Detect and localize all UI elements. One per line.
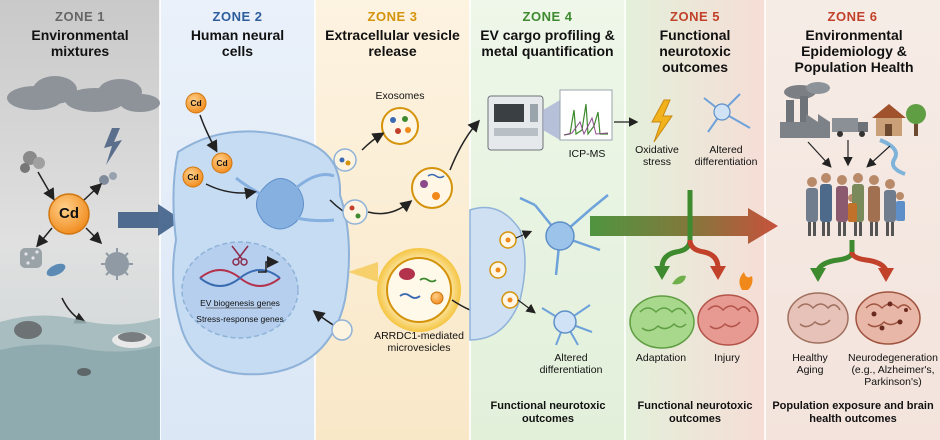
altered-differentiation-label: Altered differentiation: [694, 144, 758, 168]
brain-icon: [629, 275, 695, 349]
zone-4-arrows: [515, 117, 639, 314]
brain-icon: [787, 292, 849, 344]
spectrum-icon: [559, 89, 613, 141]
zone-6-branch-arrows: [815, 240, 889, 272]
injury-label: Injury: [714, 352, 740, 364]
zone-5-title: Functional neurotoxic outcomes: [659, 27, 731, 75]
particle-cluster: [20, 151, 117, 185]
river: [879, 138, 906, 176]
cd-label: Cd: [187, 172, 199, 182]
ev-biogenesis-genes-label: EV biogenesis genes: [200, 298, 280, 308]
zone-2-title: Human neural cells: [190, 27, 285, 59]
icpms-label: ICP-MS: [568, 148, 606, 160]
neuron-icon: [703, 93, 751, 133]
ion-beam: [543, 100, 560, 140]
sediment-dish: [112, 332, 152, 348]
promoter-arrow: [258, 256, 279, 273]
rock: [14, 321, 42, 339]
truck-icon: [832, 118, 868, 137]
neurodegeneration-label: Neurodegeneration (e.g., Alzheimer's, Pa…: [848, 352, 938, 388]
zone-5-number: ZONE 5: [670, 9, 720, 24]
scissors-icon: [231, 245, 249, 266]
cadmium-label: Cd: [59, 205, 79, 222]
microplastic: [46, 263, 66, 277]
functional-outcomes-label: Functional neurotoxic outcomes: [637, 400, 753, 425]
house-icon: [872, 104, 906, 136]
vesicle: [411, 167, 453, 209]
zone-4-title: EV cargo profiling & metal quantificatio…: [480, 27, 615, 59]
zone-4-number: ZONE 4: [522, 9, 573, 24]
tree-icon: [906, 104, 926, 136]
dna-icon: [199, 269, 281, 287]
neuron-icon: [519, 194, 609, 276]
zone-1-number: ZONE 1: [55, 9, 105, 24]
exosome: [381, 107, 419, 145]
adaptation-arrowhead: [654, 266, 670, 280]
factory-icon: [780, 82, 830, 138]
cloud-icon: [7, 76, 160, 112]
population-outcomes-label: Population exposure and brain health out…: [772, 400, 934, 425]
zone-1-to-2-arrow: [118, 204, 182, 236]
brain-icon: [697, 272, 759, 346]
zone-1-title: Environmental mixtures: [31, 27, 129, 59]
zone-6-title: Environmental Epidemiology & Population …: [794, 27, 914, 75]
lightning-bolt-icon: [651, 99, 673, 143]
injury-arrowhead: [710, 266, 726, 280]
zone-6-arrows: [807, 140, 891, 168]
altered-differentiation-label: Altered differentiation: [539, 352, 603, 376]
cd-label: Cd: [190, 98, 202, 108]
instrument-icon: [487, 95, 544, 151]
people-icon: [806, 173, 905, 236]
cadmium-ion: [48, 193, 90, 235]
zone-6-number: ZONE 6: [827, 9, 878, 24]
microvesicle: [386, 257, 452, 323]
cd-label: Cd: [216, 158, 228, 168]
zone-2-number: ZONE 2: [212, 9, 263, 24]
functional-outcomes-label: Functional neurotoxic outcomes: [490, 400, 606, 425]
brain-icon: [855, 291, 921, 345]
zone-3-number: ZONE 3: [367, 9, 418, 24]
zone-4-to-6-arrow: [590, 208, 778, 244]
arrdc1-label: ARRDC1-mediated microvesicles: [374, 330, 464, 354]
stress-response-genes-label: Stress-response genes: [196, 314, 284, 324]
budding-vesicles: [331, 148, 368, 341]
virus-icon: [101, 248, 133, 280]
arrdc1-release-beam: [348, 262, 378, 282]
healthy-aging-label: Healthy Aging: [792, 352, 828, 376]
lightning-icon: [104, 128, 122, 165]
zone-5-branch-arrows: [659, 190, 721, 269]
neuron-icon: [541, 304, 593, 346]
fish: [77, 368, 91, 376]
cd-ion: [182, 92, 233, 188]
adaptation-label: Adaptation: [635, 352, 687, 364]
exosomes-label: Exosomes: [375, 90, 425, 102]
neuron-body: [235, 173, 335, 230]
dust-particle: [20, 248, 42, 268]
zone-3-title: Extracellular vesicle release: [325, 27, 460, 59]
oxidative-stress-label: Oxidative stress: [635, 144, 679, 168]
